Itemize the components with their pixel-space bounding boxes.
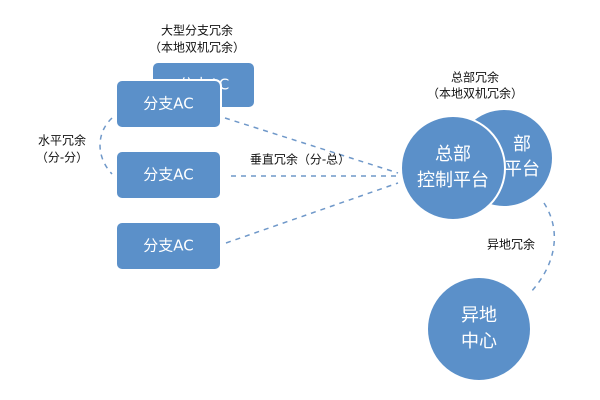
diagram-labels: 大型分支冗余 （本地双机冗余） 水平冗余 （分-分） 垂直冗余（分-总） 总部冗… <box>36 23 535 252</box>
branch-ac-nodes: 分支AC 分支AC 分支AC 分支AC <box>115 61 256 271</box>
large-branch-redundancy-subtitle: （本地双机冗余） <box>149 40 245 55</box>
branch-top-to-hq-dashed-line <box>224 117 399 174</box>
remote-redundancy-label: 异地冗余 <box>487 237 535 252</box>
horizontal-redundancy-dashed-arc <box>99 117 113 175</box>
branch-ac-bottom-box <box>115 221 222 271</box>
hq-redundancy-title: 总部冗余 <box>451 70 499 85</box>
branch-ac-bottom-node: 分支AC <box>115 221 222 271</box>
branch-ac-middle-node: 分支AC <box>115 150 222 200</box>
hq-front-control-platform-node: 总部 控制平台 <box>400 115 506 221</box>
branch-ac-top-node: 分支AC <box>115 79 222 129</box>
branch-bottom-to-hq-dashed-line <box>225 182 399 244</box>
hq-front-label-line-2: 控制平台 <box>417 170 489 191</box>
horizontal-redundancy-title: 水平冗余 <box>38 133 86 148</box>
hq-back-label-line-2: 平台 <box>504 159 540 180</box>
remote-center-label-line-1: 异地 <box>461 305 497 326</box>
vertical-redundancy-label: 垂直冗余（分-总） <box>250 152 350 167</box>
branch-ac-top-label: 分支AC <box>143 95 193 113</box>
large-branch-redundancy-title: 大型分支冗余 <box>161 23 233 38</box>
hq-front-control-platform-circle <box>400 115 506 221</box>
branch-ac-top-box <box>115 79 222 129</box>
remote-center-label-line-2: 中心 <box>461 331 497 352</box>
horizontal-redundancy-subtitle: （分-分） <box>36 151 88 165</box>
branch-ac-middle-label: 分支AC <box>143 166 193 184</box>
remote-center-node: 异地 中心 <box>426 276 532 382</box>
hq-control-platform-nodes: 部 平台 总部 控制平台 <box>400 108 554 221</box>
hq-front-label-line-1: 总部 <box>435 144 471 165</box>
branch-ac-bottom-label: 分支AC <box>143 237 193 255</box>
branch-ac-middle-box <box>115 150 222 200</box>
remote-redundancy-dashed-arc <box>529 202 556 294</box>
hq-redundancy-subtitle: （本地双机冗余） <box>427 86 523 101</box>
remote-center-circle <box>426 276 532 382</box>
connection-lines <box>99 117 556 294</box>
hq-back-label-line-1: 部 <box>513 134 531 155</box>
